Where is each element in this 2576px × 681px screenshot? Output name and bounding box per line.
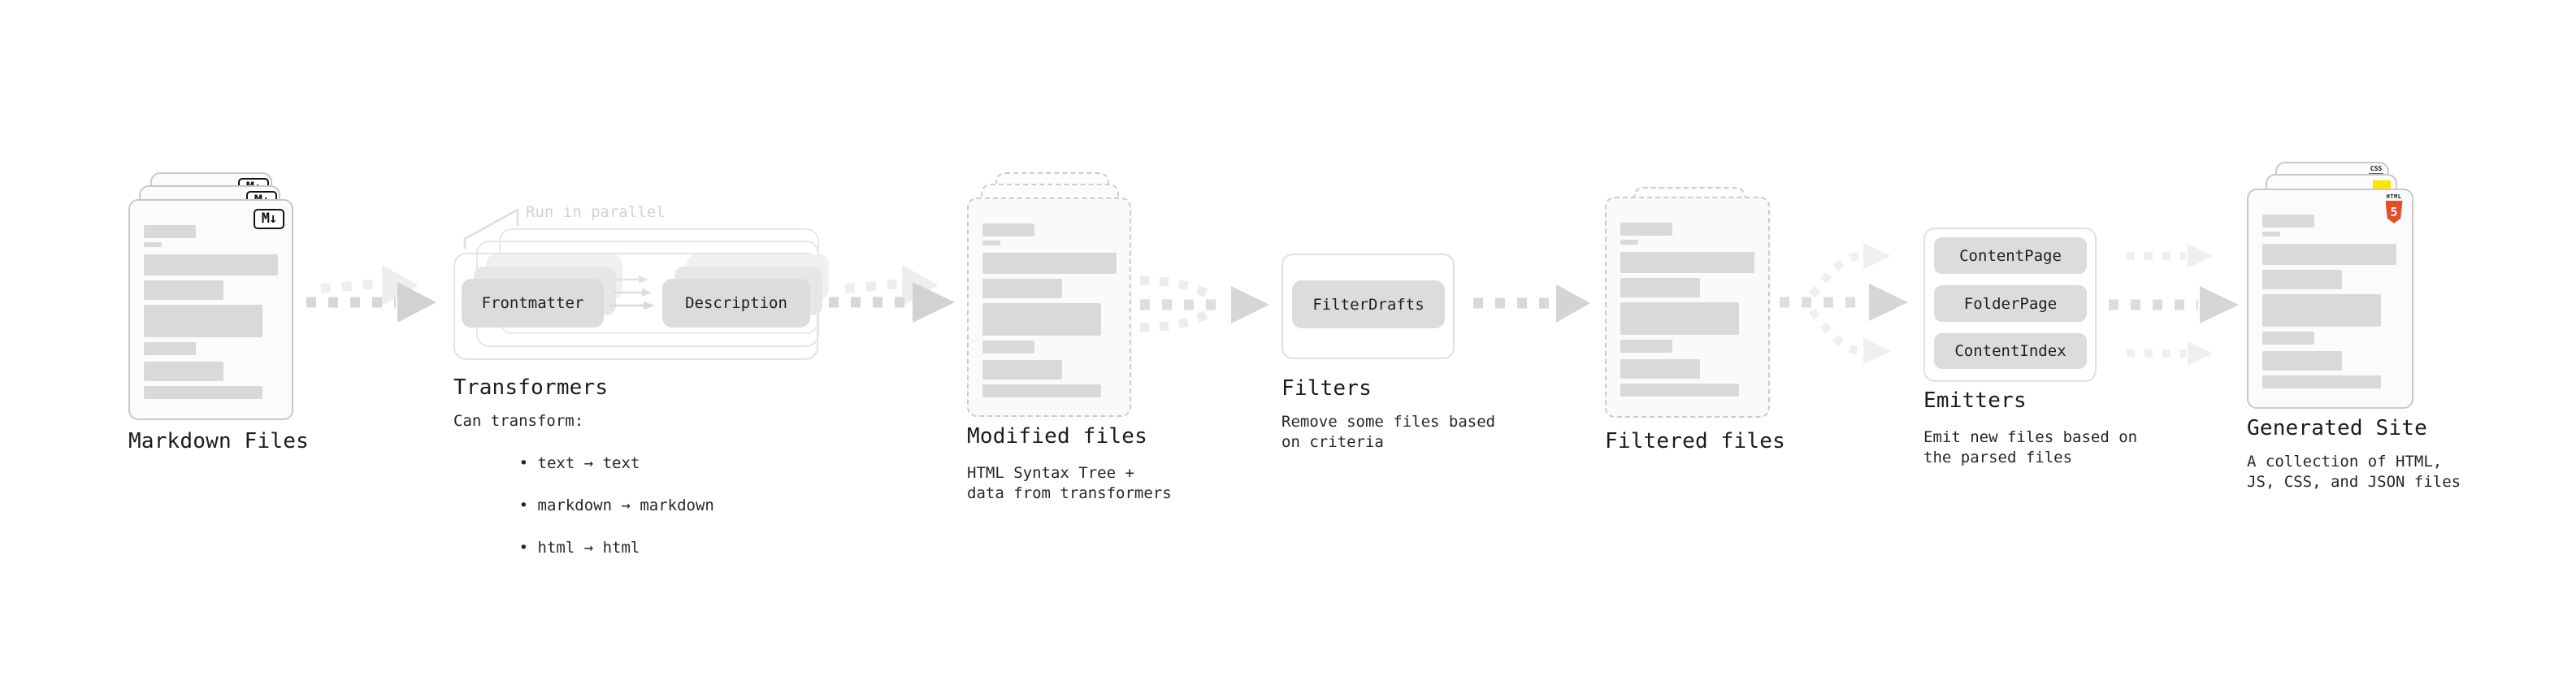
text-placeholder-bar xyxy=(982,360,1062,380)
arrow-transformers-to-modified xyxy=(829,265,955,323)
text-placeholder-bar xyxy=(144,254,278,275)
css-badge-text: CSS xyxy=(2370,165,2383,172)
text-placeholder-bar xyxy=(144,225,196,238)
text-placeholder-bar xyxy=(982,279,1062,298)
html5-number: 5 xyxy=(2390,204,2398,219)
filters-label: Filters xyxy=(1281,376,1372,401)
transformer-flow-arrows xyxy=(609,275,655,310)
text-placeholder-bar xyxy=(1620,340,1672,353)
filters-desc-line2: on criteria xyxy=(1281,433,1384,451)
generated-site-desc-line1: A collection of HTML, xyxy=(2247,453,2443,471)
text-placeholder-bar xyxy=(2262,270,2342,289)
text-placeholder-bar xyxy=(2262,244,2396,265)
transformers-desc-intro: Can transform: xyxy=(453,412,584,430)
modified-files-desc-line2: data from transformers xyxy=(967,484,1172,502)
markdown-files-label: Markdown Files xyxy=(128,429,309,453)
contentpage-emitter-box: ContentPage xyxy=(1934,237,2087,274)
modified-files-desc-line1: HTML Syntax Tree + xyxy=(967,464,1134,482)
transformers-bullet-3: • html → html xyxy=(518,539,640,557)
text-placeholder-bar xyxy=(144,342,196,355)
modified-file-card-front xyxy=(967,197,1131,417)
text-placeholder-bar xyxy=(1620,223,1672,236)
text-placeholder-bar xyxy=(2262,215,2314,228)
text-placeholder-bar xyxy=(2262,232,2280,236)
text-placeholder-bar xyxy=(982,253,1117,274)
text-placeholder-bar xyxy=(1620,359,1700,379)
text-placeholder-bar xyxy=(982,303,1101,336)
generated-site-description: A collection of HTML, JS, CSS, and JSON f… xyxy=(2247,452,2461,492)
arrow-modified-to-filters-merge xyxy=(1139,275,1269,332)
filtered-file-card-front xyxy=(1605,197,1770,418)
filters-desc-line1: Remove some files based xyxy=(1281,413,1496,431)
folderpage-emitter-box: FolderPage xyxy=(1934,285,2087,322)
text-placeholder-bar xyxy=(144,362,223,381)
text-placeholder-bar xyxy=(144,305,262,337)
text-placeholder-bar xyxy=(144,386,262,399)
transformers-label: Transformers xyxy=(453,375,609,400)
arrow-filters-to-filtered xyxy=(1473,284,1590,323)
filters-description: Remove some files based on criteria xyxy=(1281,412,1495,453)
text-placeholder-bar xyxy=(2262,351,2342,371)
text-placeholder-bar xyxy=(144,242,162,247)
emitters-desc-line2: the parsed files xyxy=(1923,449,2073,466)
transformers-bullet-2: • markdown → markdown xyxy=(518,497,714,514)
text-placeholder-bar xyxy=(1620,384,1739,397)
transformers-bullet-1: • text → text xyxy=(518,454,640,472)
arrow-markdown-to-transformers xyxy=(306,265,436,323)
text-placeholder-bar xyxy=(1620,252,1754,273)
modified-files-description: HTML Syntax Tree + data from transformers xyxy=(967,463,1172,504)
run-in-parallel-annotation: Run in parallel xyxy=(526,203,666,221)
html5-icon: HTML 5 xyxy=(2384,193,2404,223)
html5-shield: 5 xyxy=(2385,201,2403,223)
text-placeholder-bar xyxy=(982,340,1034,354)
filtered-files-label: Filtered files xyxy=(1605,429,1785,453)
text-placeholder-bar xyxy=(1620,302,1739,335)
text-placeholder-bar xyxy=(982,223,1034,236)
emitters-desc-line1: Emit new files based on xyxy=(1923,428,2138,446)
emitters-description: Emit new files based on the parsed files xyxy=(1923,427,2137,468)
text-placeholder-bar xyxy=(982,241,1000,245)
generated-site-label: Generated Site xyxy=(2247,416,2427,440)
site-file-card-html: HTML 5 xyxy=(2247,189,2413,409)
markdown-icon: M↓ xyxy=(254,209,284,229)
emitters-label: Emitters xyxy=(1923,388,2027,413)
text-placeholder-bar xyxy=(2262,375,2381,388)
arrow-filtered-to-emitters-branch xyxy=(1780,243,1908,364)
arrow-emitters-to-site xyxy=(2109,244,2239,366)
text-placeholder-bar xyxy=(144,280,223,300)
text-placeholder-bar xyxy=(1620,278,1700,297)
text-placeholder-bar xyxy=(2262,294,2381,327)
annotation-callout-line xyxy=(463,207,519,249)
html5-badge-text: HTML xyxy=(2386,193,2402,200)
description-transformer-box: Description xyxy=(662,279,810,327)
frontmatter-transformer-box: Frontmatter xyxy=(462,279,604,327)
transformers-description: Can transform: • text → text • markdown … xyxy=(453,410,714,579)
js-file-icon xyxy=(2373,180,2391,189)
filterdrafts-box: FilterDrafts xyxy=(1292,280,1445,328)
contentindex-emitter-box: ContentIndex xyxy=(1934,333,2087,369)
modified-files-label: Modified files xyxy=(967,424,1147,449)
generated-site-desc-line2: JS, CSS, and JSON files xyxy=(2247,473,2461,491)
markdown-file-card-front: M↓ xyxy=(128,199,293,420)
text-placeholder-bar xyxy=(2262,332,2314,345)
text-placeholder-bar xyxy=(982,384,1101,397)
text-placeholder-bar xyxy=(1620,240,1638,245)
